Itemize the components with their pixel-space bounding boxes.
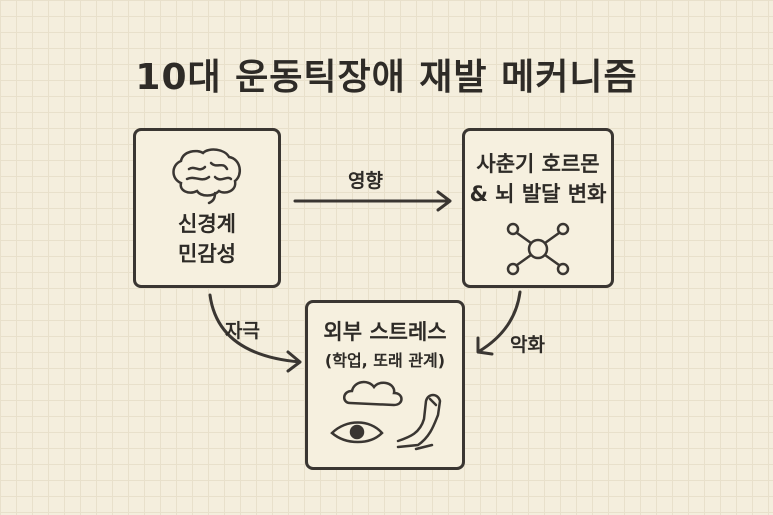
arrow-stimulus bbox=[208, 293, 302, 373]
eye-icon bbox=[330, 421, 384, 444]
node-neural-label-2: 민감성 bbox=[178, 242, 236, 266]
node-hormone-label-1: 사춘기 호르몬 bbox=[476, 152, 600, 176]
node-external-stress: 외부 스트레스 (학업, 또래 관계) bbox=[305, 300, 465, 470]
brain-icon bbox=[172, 148, 242, 205]
stress-illustration bbox=[330, 380, 442, 451]
node-stress-label-2: (학업, 또래 관계) bbox=[324, 351, 446, 370]
cloud-icon bbox=[343, 380, 403, 407]
edge-label-influence: 영향 bbox=[348, 170, 383, 192]
arrow-influence bbox=[293, 190, 452, 212]
edge-label-worsen: 악화 bbox=[510, 334, 545, 356]
network-icon bbox=[506, 222, 570, 276]
page-title: 10대 운동틱장애 재발 메커니즘 bbox=[135, 57, 638, 98]
node-neural-sensitivity: 신경계 민감성 bbox=[133, 128, 281, 288]
fist-icon bbox=[396, 393, 442, 451]
arrow-worsen bbox=[476, 290, 522, 356]
node-neural-label-1: 신경계 bbox=[178, 212, 236, 236]
node-hormone-brain: 사춘기 호르몬 & 뇌 발달 변화 bbox=[462, 128, 614, 288]
node-stress-label-1: 외부 스트레스 bbox=[323, 320, 447, 344]
edge-label-stimulus: 자극 bbox=[225, 320, 260, 342]
node-hormone-label-2: & 뇌 발달 변화 bbox=[469, 182, 607, 206]
